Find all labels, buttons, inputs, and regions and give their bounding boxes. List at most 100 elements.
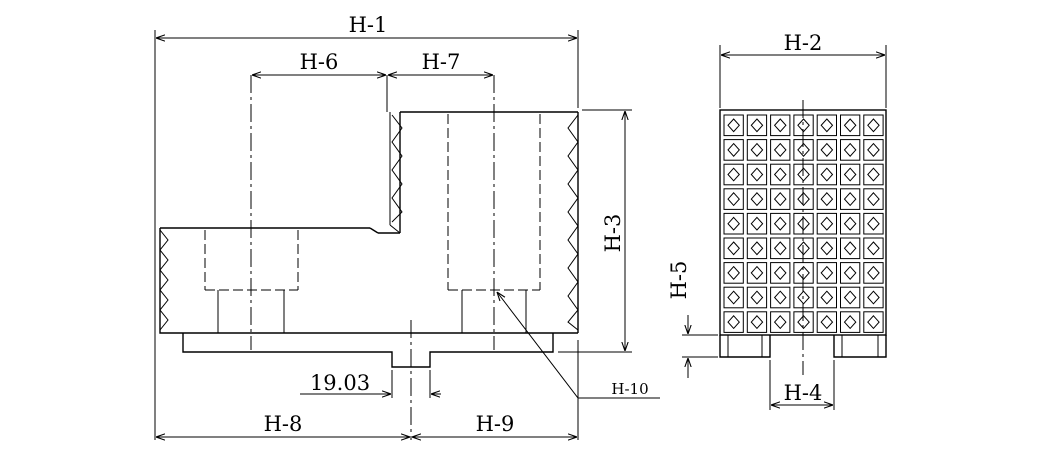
serration-diamond — [867, 241, 880, 256]
serration-cell — [840, 262, 861, 284]
front-view-extension-lines — [682, 45, 887, 410]
serration-cell — [816, 286, 838, 309]
serration-diamond — [843, 192, 857, 207]
serration-cell — [723, 212, 744, 235]
serration-diamond — [727, 142, 740, 157]
serration-diamond — [750, 315, 764, 330]
label-h9: H-9 — [476, 412, 515, 436]
label-h10: H-10 — [611, 380, 648, 398]
label-h5: H-5 — [667, 261, 691, 300]
serration-diamond — [797, 167, 810, 182]
label-offset-value: 19.03 — [310, 371, 370, 395]
serration-cell — [816, 237, 838, 260]
serration-cell — [746, 311, 768, 333]
dimension-labels: H-1 H-6 H-7 H-2 H-3 H-5 H-4 19.03 H-10 H… — [264, 13, 823, 436]
serration-cell — [723, 139, 744, 161]
serration-diamond — [727, 315, 740, 330]
serration-cell — [793, 286, 814, 309]
serration-diamond — [843, 265, 857, 280]
serration-diamond — [843, 142, 857, 157]
serration-cell — [746, 212, 768, 235]
serration-cell — [770, 114, 791, 137]
serration-cell — [746, 286, 768, 309]
serration-diamond — [843, 315, 857, 330]
serration-diamond — [867, 142, 880, 157]
serration-cell — [770, 311, 791, 333]
serration-diamond — [797, 265, 810, 280]
serration-diamond — [750, 265, 764, 280]
serration-cell — [793, 237, 814, 260]
side-view-teeth — [159, 114, 579, 331]
serration-cell — [746, 188, 768, 210]
serration-cell — [746, 163, 768, 186]
serration-diamond — [820, 118, 834, 133]
serration-cell — [793, 212, 814, 235]
serration-cell — [863, 237, 884, 260]
serration-cell — [863, 188, 884, 210]
serration-cell — [723, 163, 744, 186]
serration-cell — [770, 237, 791, 260]
serration-diamond — [773, 118, 787, 133]
serration-cell — [840, 114, 861, 137]
serration-diamond — [750, 290, 764, 305]
serration-cell — [816, 114, 838, 137]
serration-diamond — [820, 265, 834, 280]
serration-cell — [770, 163, 791, 186]
serration-diamond — [727, 118, 740, 133]
serration-diamond — [797, 192, 810, 207]
label-h1: H-1 — [349, 13, 388, 37]
serration-diamond — [773, 241, 787, 256]
serration-diamond — [727, 265, 740, 280]
serration-diamond — [820, 192, 834, 207]
label-h8: H-8 — [264, 412, 303, 436]
serration-cell — [816, 212, 838, 235]
serration-cell — [770, 139, 791, 161]
serration-cell — [816, 188, 838, 210]
serration-diamond — [820, 241, 834, 256]
serration-cell — [840, 311, 861, 333]
serration-cell — [723, 188, 744, 210]
label-h3: H-3 — [601, 214, 625, 253]
front-view-dimension-lines — [688, 55, 885, 405]
serration-cell — [746, 237, 768, 260]
serration-cell — [863, 311, 884, 333]
serration-diamond — [867, 265, 880, 280]
serration-diamond — [843, 290, 857, 305]
serration-diamond — [797, 216, 810, 231]
side-view-extension-lines — [154, 30, 632, 440]
serration-diamond — [820, 315, 834, 330]
serration-diamond — [727, 241, 740, 256]
serration-diamond — [843, 241, 857, 256]
serration-cell — [816, 262, 838, 284]
serration-cell — [793, 188, 814, 210]
serration-cell — [746, 114, 768, 137]
serration-cell — [816, 163, 838, 186]
serration-cell — [840, 139, 861, 161]
serration-cell — [793, 311, 814, 333]
serration-diamond — [773, 290, 787, 305]
label-h7: H-7 — [422, 50, 461, 74]
serration-diamond — [797, 241, 810, 256]
serration-diamond — [750, 167, 764, 182]
serration-cell — [770, 188, 791, 210]
serration-cell — [840, 163, 861, 186]
serration-diamond — [727, 167, 740, 182]
serration-grid — [723, 114, 884, 333]
serration-diamond — [797, 290, 810, 305]
serration-cell — [723, 286, 744, 309]
side-view-hidden-holes — [204, 114, 541, 333]
serration-diamond — [750, 241, 764, 256]
serration-diamond — [727, 216, 740, 231]
side-view-centerlines — [250, 75, 495, 440]
serration-cell — [770, 286, 791, 309]
serration-diamond — [750, 118, 764, 133]
serration-diamond — [867, 290, 880, 305]
serration-diamond — [867, 192, 880, 207]
serration-diamond — [773, 167, 787, 182]
serration-diamond — [750, 142, 764, 157]
serration-cell — [840, 212, 861, 235]
serration-diamond — [773, 315, 787, 330]
serration-diamond — [773, 216, 787, 231]
serration-diamond — [867, 216, 880, 231]
label-h6: H-6 — [300, 50, 339, 74]
